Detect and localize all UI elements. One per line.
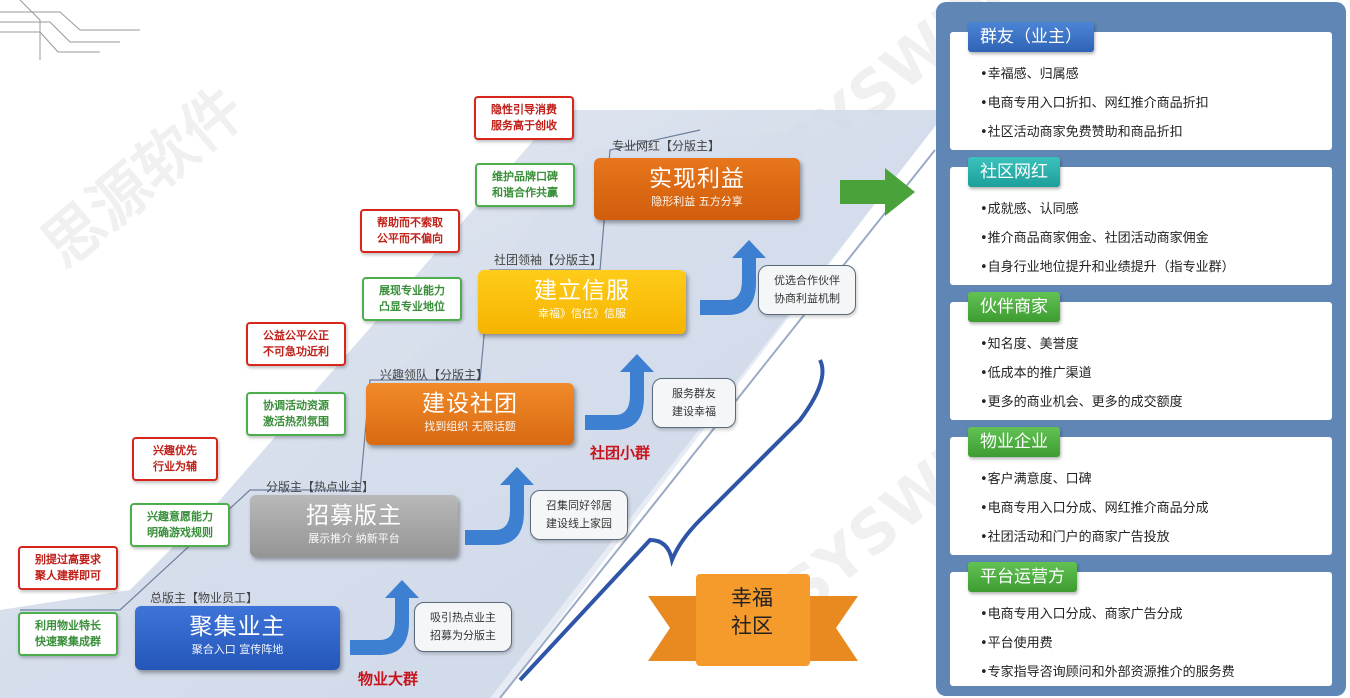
group-label-small: 社团小群 — [590, 444, 651, 462]
card-item: •自身行业地位提升和业绩提升（指专业群） — [980, 260, 1235, 275]
step-subtitle: 隐形利益 五方分享 — [651, 195, 743, 208]
card-item: •知名度、美誉度 — [980, 337, 1079, 352]
card-item: •更多的商业机会、更多的成交额度 — [980, 395, 1183, 410]
step-build-trust: 建立信服 幸福》信任》信服 — [478, 270, 686, 334]
step-subtitle: 幸福》信任》信服 — [538, 307, 626, 320]
corner-decoration — [0, 0, 140, 60]
card-title: 物业企业 — [968, 427, 1060, 457]
card-item: •平台使用费 — [980, 636, 1053, 651]
step-recruit-moderators: 招募版主 展示推介 纳新平台 — [250, 495, 458, 557]
card-item: •社团活动和门户的商家广告投放 — [980, 530, 1170, 545]
card-item: •电商专用入口折扣、网红推介商品折扣 — [980, 96, 1209, 111]
tip-green: 协调活动资源 激活热烈氛围 — [246, 392, 346, 436]
benefits-panel: 群友（业主） •幸福感、归属感 •电商专用入口折扣、网红推介商品折扣 •社区活动… — [936, 2, 1346, 696]
step-title: 实现利益 — [649, 166, 745, 192]
card-title: 群友（业主） — [968, 22, 1094, 52]
callout-bubble: 服务群友 建设幸福 — [652, 378, 736, 428]
step-subtitle: 找到组织 无限话题 — [424, 420, 516, 433]
callout-bubble: 召集同好邻居 建设线上家园 — [530, 490, 628, 540]
tip-red: 帮助而不索取 公平而不偏向 — [360, 209, 460, 253]
tip-green: 维护品牌口碑 和谐合作共赢 — [475, 163, 575, 207]
card-title: 社区网红 — [968, 157, 1060, 187]
card-item: •客户满意度、口碑 — [980, 472, 1092, 487]
card-item: •推介商品商家佣金、社团活动商家佣金 — [980, 231, 1209, 246]
step-title: 建设社团 — [422, 391, 518, 417]
step-subtitle: 聚合入口 宣传阵地 — [191, 643, 284, 656]
tip-green: 利用物业特长 快速聚集成群 — [18, 612, 118, 656]
ribbon-shape — [648, 574, 858, 666]
step-subtitle: 展示推介 纳新平台 — [308, 532, 400, 545]
happy-community-label: 幸福 社区 — [731, 586, 773, 638]
callout-bubble: 吸引热点业主 招募为分版主 — [414, 602, 512, 652]
happy-community-ribbon: 幸福 社区 — [648, 566, 858, 674]
tip-red: 隐性引导消费 服务高于创收 — [474, 96, 574, 140]
card-platform-operator: 平台运营方 •电商专用入口分成、商家广告分成 •平台使用费 •专家指导咨询顾问和… — [950, 562, 1332, 686]
card-title: 伙伴商家 — [968, 292, 1060, 322]
role-label: 社团领袖【分版主】 — [494, 253, 603, 267]
step-build-club: 建设社团 找到组织 无限话题 — [366, 383, 574, 445]
role-label: 总版主【物业员工】 — [150, 591, 259, 605]
card-item: •低成本的推广渠道 — [980, 366, 1092, 381]
step-realize-benefit: 实现利益 隐形利益 五方分享 — [594, 158, 800, 220]
tip-red: 公益公平公正 不可急功近利 — [246, 322, 346, 366]
card-item: •电商专用入口分成、网红推介商品分成 — [980, 501, 1209, 516]
card-item: •幸福感、归属感 — [980, 67, 1079, 82]
callout-bubble: 优选合作伙伴 协商利益机制 — [758, 265, 856, 315]
tip-red: 兴趣优先 行业为辅 — [132, 437, 218, 481]
card-item: •成就感、认同感 — [980, 202, 1079, 217]
card-property-company: 物业企业 •客户满意度、口碑 •电商专用入口分成、网红推介商品分成 •社团活动和… — [950, 427, 1332, 555]
role-label: 兴趣领队【分版主】 — [380, 368, 489, 382]
card-item: •电商专用入口分成、商家广告分成 — [980, 607, 1183, 622]
step-gather-owners: 聚集业主 聚合入口 宣传阵地 — [135, 606, 340, 670]
card-item: •专家指导咨询顾问和外部资源推介的服务费 — [980, 665, 1235, 680]
tip-green: 展现专业能力 凸显专业地位 — [362, 277, 462, 321]
tip-red: 别提过高要求 聚人建群即可 — [18, 546, 118, 590]
role-label: 专业网红【分版主】 — [612, 139, 721, 153]
step-title: 聚集业主 — [189, 614, 286, 640]
step-title: 招募版主 — [306, 503, 402, 529]
card-item: •社区活动商家免费赞助和商品折扣 — [980, 125, 1183, 140]
tip-green: 兴趣意愿能力 明确游戏规则 — [130, 503, 230, 547]
card-community-influencer: 社区网红 •成就感、认同感 •推介商品商家佣金、社团活动商家佣金 •自身行业地位… — [950, 157, 1332, 285]
role-label: 分版主【热点业主】 — [266, 480, 375, 494]
step-title: 建立信服 — [534, 278, 630, 304]
group-label-big: 物业大群 — [358, 670, 419, 688]
card-group-members: 群友（业主） •幸福感、归属感 •电商专用入口折扣、网红推介商品折扣 •社区活动… — [950, 22, 1332, 150]
card-partner-merchants: 伙伴商家 •知名度、美誉度 •低成本的推广渠道 •更多的商业机会、更多的成交额度 — [950, 292, 1332, 420]
card-title: 平台运营方 — [968, 562, 1077, 592]
